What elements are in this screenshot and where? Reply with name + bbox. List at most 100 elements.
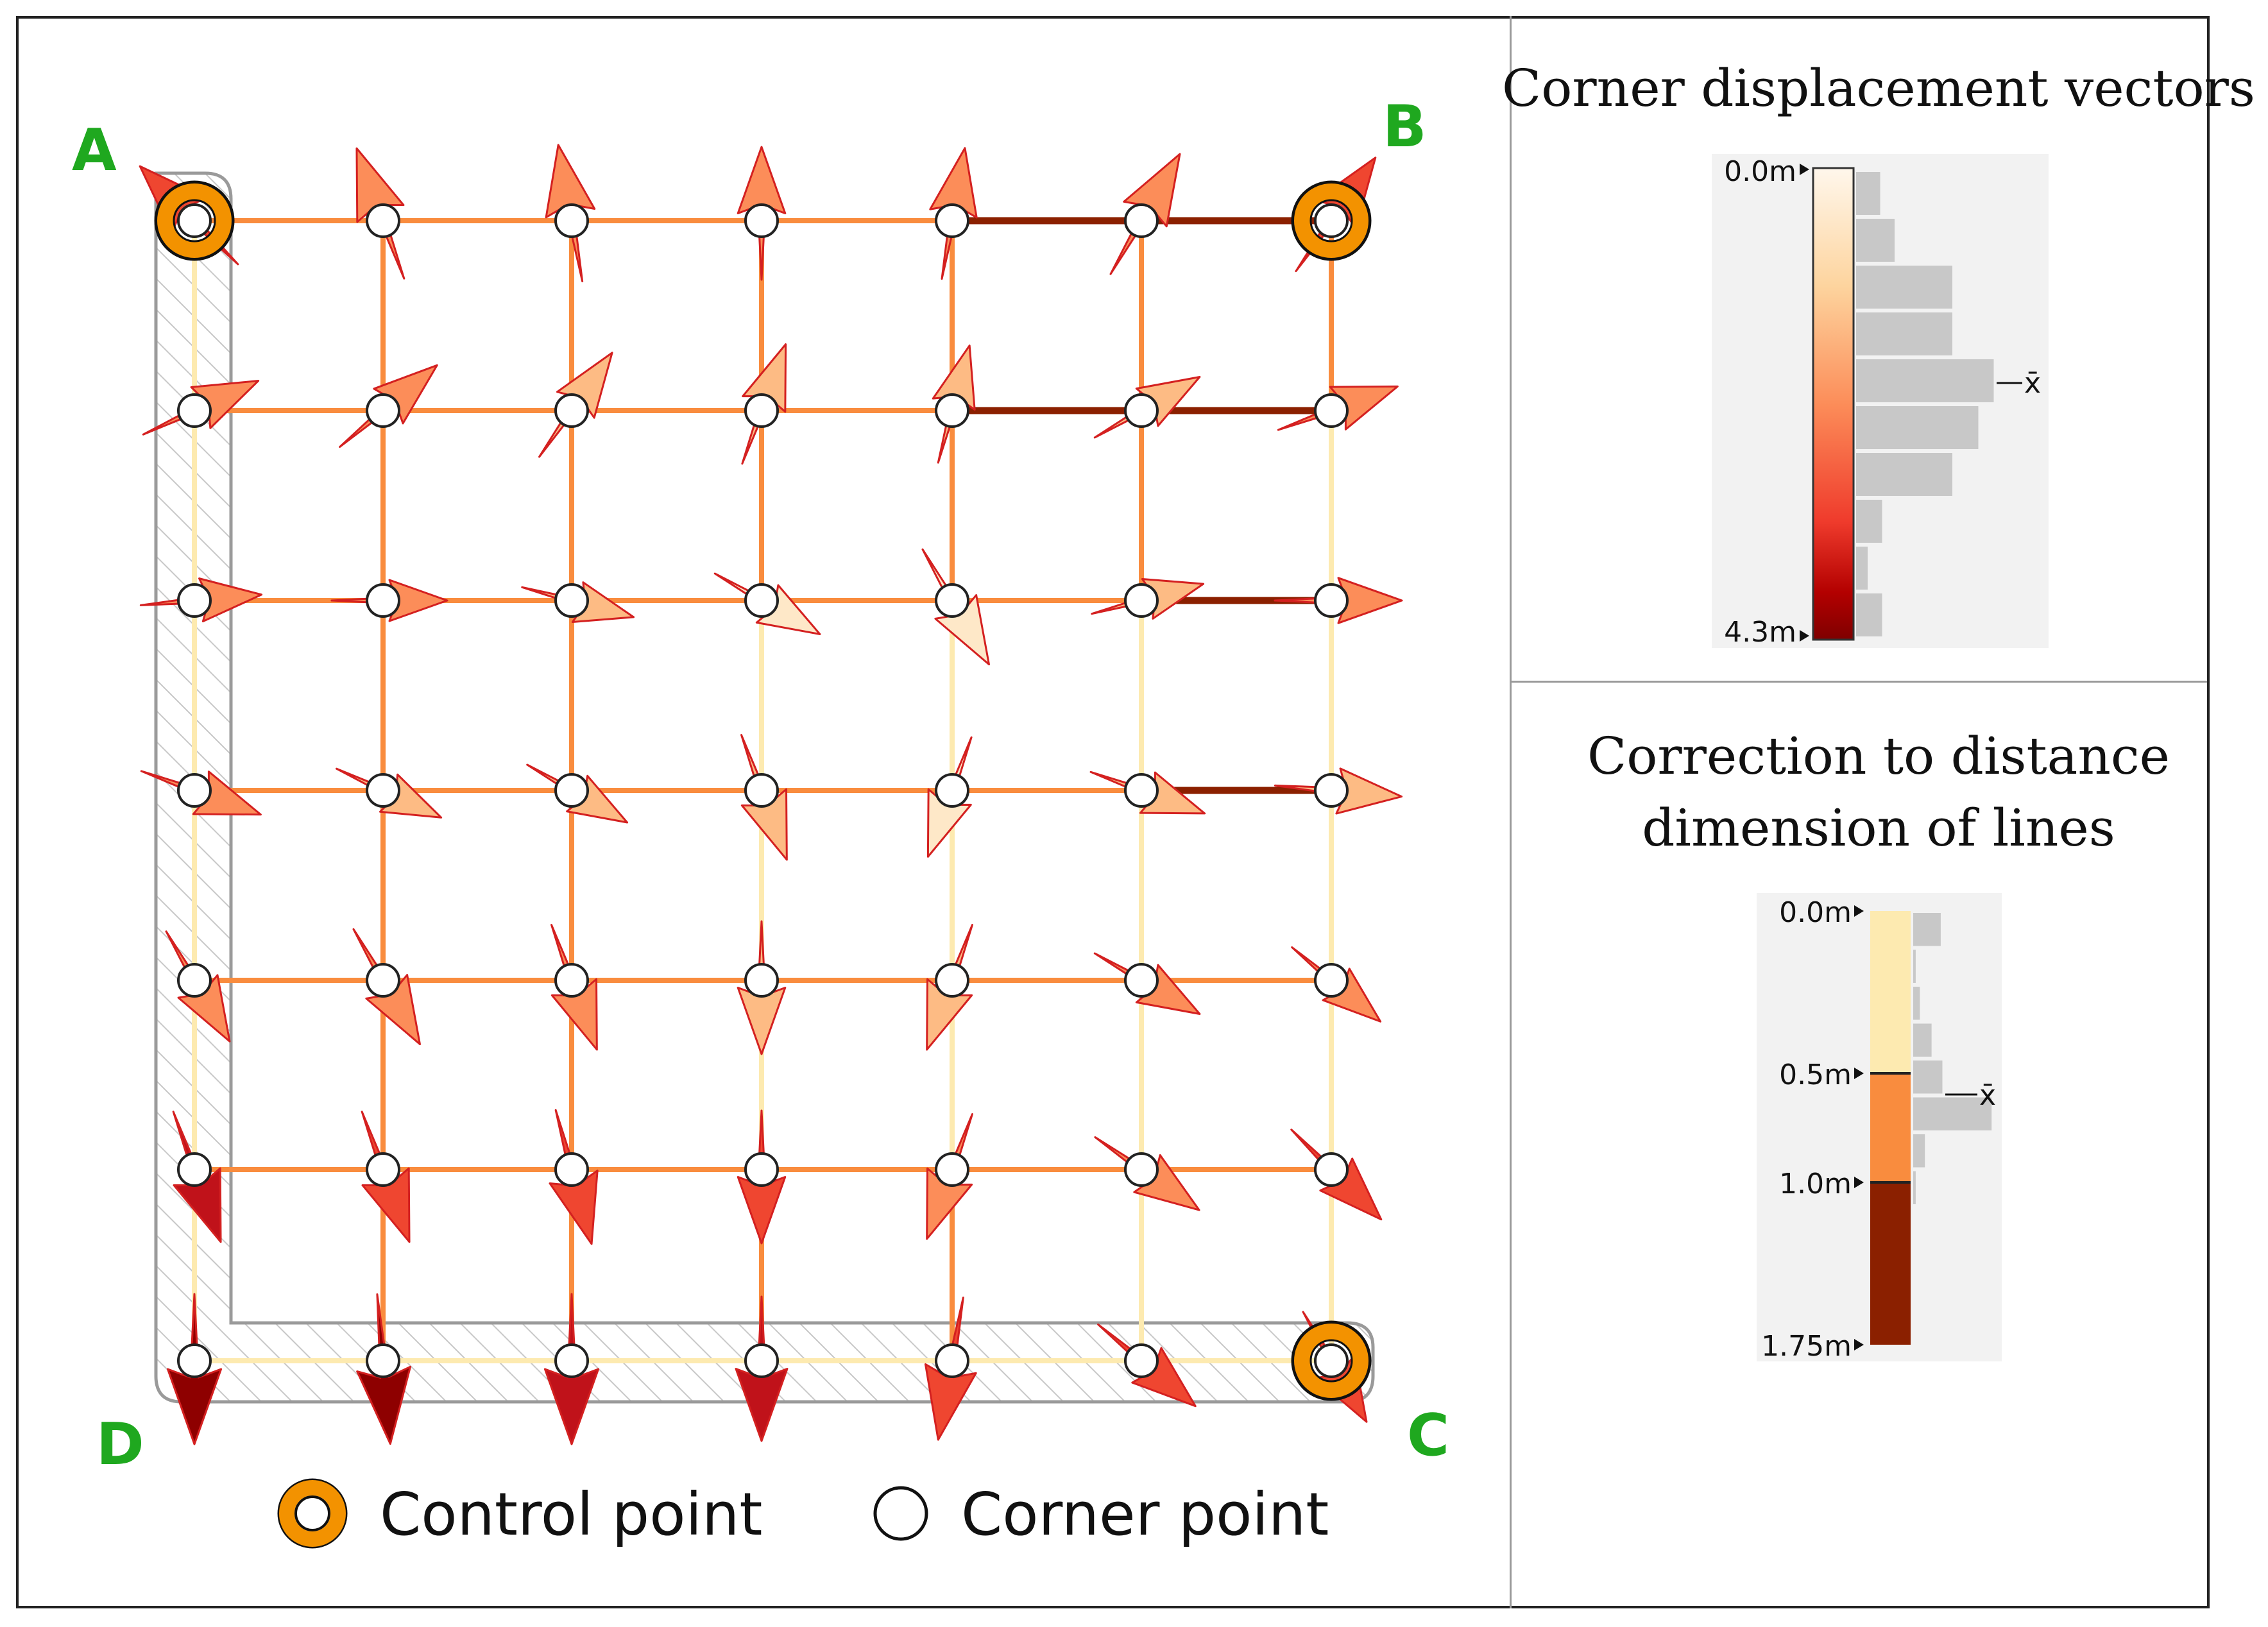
vectors-histogram-bar [1856, 312, 1952, 355]
corner-point [1314, 1343, 1349, 1378]
control-point-inner [1309, 199, 1353, 243]
corner-point [554, 393, 589, 428]
control-point-ring [157, 183, 232, 258]
vectors-histogram-bar [1856, 219, 1895, 262]
corner-point [554, 963, 589, 998]
corner-point [1124, 203, 1159, 238]
vertical-divider [1510, 16, 1512, 1608]
corner-point [935, 1343, 969, 1378]
lines-tick-1-marker [1854, 1068, 1864, 1079]
corner-point [744, 773, 779, 808]
grid-lines [192, 217, 1334, 1363]
corner-point [366, 583, 400, 618]
corner-point [744, 1152, 779, 1187]
corner-point [177, 1343, 212, 1378]
vectors-histogram-bar [1856, 266, 1952, 309]
lines-histogram-bar [1913, 1171, 1916, 1204]
corner-label-c: C [1407, 1402, 1449, 1469]
corner-point [1314, 393, 1349, 428]
corner-point [935, 963, 969, 998]
corner-point [744, 963, 779, 998]
corner-point [177, 773, 212, 808]
corner-point [554, 583, 589, 618]
vectors-histogram-bar [1856, 500, 1882, 543]
corner-point [935, 203, 969, 238]
corner-point [1314, 203, 1349, 238]
lines-mean-label: x̄ [1979, 1079, 1996, 1112]
control-point-inner [173, 199, 216, 243]
legend-corner-point-icon [873, 1486, 928, 1541]
vectors-histogram-bar [1856, 406, 1979, 449]
corner-point [1124, 1343, 1159, 1378]
corner-point [935, 583, 969, 618]
vectors-mean-label: x̄ [2024, 367, 2041, 400]
corner-point [1124, 963, 1159, 998]
lines-tick-3: 1.75m [1761, 1330, 1852, 1363]
corner-point [744, 1343, 779, 1378]
corner-point [554, 1152, 589, 1187]
lines-histogram-bar [1913, 1023, 1932, 1057]
vectors-colorbar [1812, 167, 1855, 641]
vectors-histogram-bar [1856, 453, 1952, 496]
corner-point [554, 203, 589, 238]
lines-tick-1: 0.5m [1779, 1059, 1852, 1091]
corner-point [366, 1343, 400, 1378]
control-point-outline [154, 180, 235, 261]
lines-histogram-bar [1913, 987, 1920, 1020]
corner-point [1314, 583, 1349, 618]
corner-point [366, 203, 400, 238]
corner-point [177, 963, 212, 998]
corner-point [935, 393, 969, 428]
corner-point [1124, 393, 1159, 428]
corner-label-b: B [1383, 93, 1427, 160]
control-point-outline [1291, 1320, 1372, 1401]
vectors-histogram-bar [1856, 359, 1994, 402]
corner-point [744, 203, 779, 238]
vectors-panel-title: Corner displacement vectors [1502, 58, 2255, 118]
lines-tick-2-marker [1854, 1177, 1864, 1188]
vectors-histogram [1856, 172, 1994, 636]
vectors-tick-min-marker [1800, 164, 1809, 175]
lines-panel-title-line1: Correction to distance [1587, 726, 2170, 786]
vectors-histogram-bar [1856, 547, 1868, 590]
corner-point [366, 963, 400, 998]
lines-histogram-bar [1913, 1097, 1992, 1130]
control-points [154, 180, 1372, 1401]
vectors-tick-max-marker [1800, 630, 1809, 642]
corner-point [1314, 1152, 1349, 1187]
control-point-ring [1294, 1324, 1368, 1398]
corner-label-d: D [96, 1411, 144, 1478]
legend-control-core [294, 1495, 330, 1531]
corner-point [1314, 963, 1349, 998]
lines-colorbar [1870, 911, 1911, 1345]
lines-panel: Correction to distance dimension of line… [1587, 726, 2170, 1363]
vectors-histogram-bar [1856, 172, 1880, 215]
corner-point [1124, 1152, 1159, 1187]
corner-point [1314, 773, 1349, 808]
corner-point [935, 1152, 969, 1187]
corner-point [366, 1152, 400, 1187]
lines-histogram-bar [1913, 913, 1941, 946]
lines-tick-0: 0.0m [1779, 896, 1852, 929]
corner-point [177, 1152, 212, 1187]
corner-point [1124, 773, 1159, 808]
control-point-outline [1291, 180, 1372, 261]
vectors-histogram-bar [1856, 593, 1882, 636]
corner-point [744, 583, 779, 618]
corner-point [366, 393, 400, 428]
lines-histogram-bar [1913, 1134, 1925, 1168]
corner-point [935, 773, 969, 808]
lines-tick-0-marker [1854, 905, 1864, 917]
lines-colorbar-high [1870, 1182, 1911, 1345]
lines-histogram-bar [1913, 1061, 1943, 1094]
legend-corner-point-label: Corner point [961, 1480, 1329, 1549]
corner-label-a: A [72, 117, 117, 184]
lines-tick-3-marker [1854, 1339, 1864, 1350]
corner-point [366, 773, 400, 808]
lines-colorbar-mid [1870, 1073, 1911, 1182]
vectors-panel: Corner displacement vectors 0.0m 4.3m x̄ [1502, 58, 2255, 649]
corner-point [177, 203, 212, 238]
corner-point [554, 1343, 589, 1378]
corner-point [1124, 583, 1159, 618]
